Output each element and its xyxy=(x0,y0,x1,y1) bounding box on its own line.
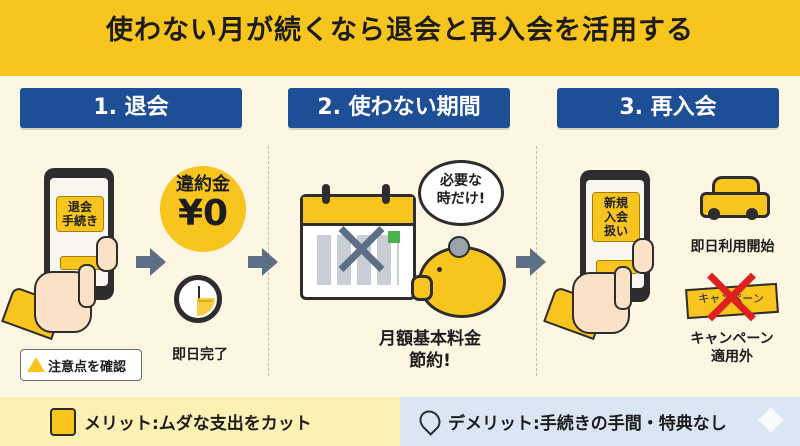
finger-icon xyxy=(614,266,632,310)
car-icon xyxy=(700,176,770,220)
warning-icon xyxy=(27,357,45,372)
fee-badge xyxy=(160,166,246,252)
thumb-icon xyxy=(96,236,118,272)
clock-icon xyxy=(174,275,222,323)
merit-bar: メリット:ムダな支出をカット xyxy=(0,397,400,446)
demerit-bar: デメリット:手続きの手間・特典なし xyxy=(400,397,800,446)
fee-label: 違約金 xyxy=(176,174,230,195)
clock-caption: 即日完了 xyxy=(172,347,228,363)
calendar-ring xyxy=(322,184,330,204)
savings-caption: 月額基本料金 節約! xyxy=(379,329,481,371)
thumbs-up-icon xyxy=(50,408,76,436)
sparkle-icon xyxy=(758,407,784,433)
car-caption: 即日利用開始 xyxy=(690,239,775,255)
check-icon xyxy=(388,231,400,243)
merit-text: メリット:ムダな支出をカット xyxy=(84,414,312,434)
warning-text: 注意点を確認 xyxy=(48,360,127,375)
step-2-header: 2. 使わない期間 xyxy=(288,88,510,128)
thumb-icon xyxy=(632,238,654,274)
arrow-right-icon xyxy=(248,248,278,276)
step-3-header: 3. 再入会 xyxy=(557,88,779,128)
fee-value: ¥0 xyxy=(177,193,229,234)
red-x-icon xyxy=(706,272,756,322)
thought-bubble xyxy=(418,160,504,226)
coin-icon xyxy=(448,236,470,258)
warning-box xyxy=(20,349,142,381)
sweat-icon xyxy=(415,406,445,436)
finger-icon xyxy=(78,264,96,308)
step-1-header: 1. 退会 xyxy=(20,88,242,128)
phone-label-withdraw: 退会 手続き xyxy=(56,196,104,232)
piggy-bank-icon xyxy=(411,246,506,318)
phone-label-rejoin: 新規 入会 扱い xyxy=(592,192,640,242)
page-title: 使わない月が続くなら退会と再入会を活用する xyxy=(106,15,694,46)
cross-icon xyxy=(338,226,385,272)
bubble-text: 必要な 時だけ! xyxy=(436,173,486,207)
calendar-ring xyxy=(382,184,390,204)
arrow-right-icon xyxy=(136,248,166,276)
demerit-text: デメリット:手続きの手間・特典なし xyxy=(448,414,727,434)
arrow-right-icon xyxy=(516,248,546,276)
campaign-caption: キャンペーン 適用外 xyxy=(690,331,774,365)
content-panel: 1. 退会 2. 使わない期間 3. 再入会 退会 手続き 違約金 ¥0 即日完… xyxy=(0,76,800,397)
